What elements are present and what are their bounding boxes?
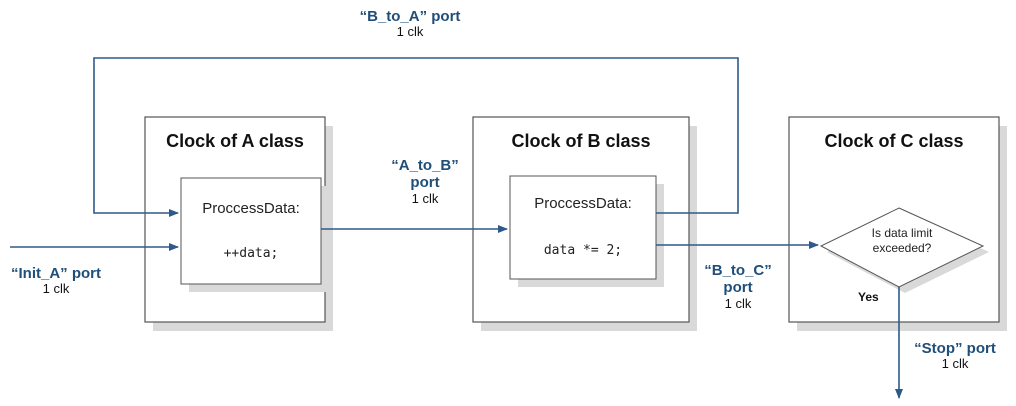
decision-yes-label: Yes <box>858 290 879 304</box>
clock-c-box <box>788 116 1007 331</box>
b-to-c-port-name-line1: “B_to_C” <box>704 262 772 279</box>
clock-a-process-label: ProccessData: <box>202 200 300 217</box>
clock-c-title: Clock of C class <box>824 131 964 151</box>
clock-a-title: Clock of A class <box>166 131 304 151</box>
stop-port-name: “Stop” port <box>914 340 996 357</box>
clock-b-title: Clock of B class <box>511 131 651 151</box>
decision-diamond <box>819 207 989 293</box>
clock-a-process-box <box>180 177 329 292</box>
a-to-b-port-clk: 1 clk <box>411 190 439 206</box>
decision-text-line1: Is data limit <box>871 226 933 240</box>
b-to-a-port-clk: 1 clk <box>396 24 424 40</box>
b-to-c-port-name-line2: port <box>723 279 753 297</box>
b-to-c-port-clk: 1 clk <box>724 295 752 311</box>
b-to-a-port-label: “B_to_A” port 1 clk <box>340 8 480 40</box>
b-to-c-port-label: “B_to_C” port 1 clk <box>688 262 788 311</box>
decision-text: Is data limit exceeded? <box>821 226 983 256</box>
stop-port-clk: 1 clk <box>941 356 969 372</box>
decision-text-line2: exceeded? <box>872 241 932 255</box>
a-to-b-port-name-line2: port <box>410 174 440 192</box>
clock-a-code: ++data; <box>223 246 279 261</box>
b-to-a-arrow <box>93 57 739 217</box>
a-to-b-port-name-line1: “A_to_B” <box>391 157 459 174</box>
clock-b-code: data *= 2; <box>543 243 623 258</box>
clock-b-process-label: ProccessData: <box>534 195 632 212</box>
init-a-port-label: “Init_A” port 1 clk <box>0 265 112 297</box>
stop-port-label: “Stop” port 1 clk <box>900 340 1010 372</box>
b-to-a-port-name: “B_to_A” port <box>359 8 461 25</box>
a-to-b-port-label: “A_to_B” port 1 clk <box>375 157 475 206</box>
clock-b-process-box <box>509 175 664 287</box>
init-a-port-name: “Init_A” port <box>11 265 101 282</box>
init-a-port-clk: 1 clk <box>42 281 70 297</box>
